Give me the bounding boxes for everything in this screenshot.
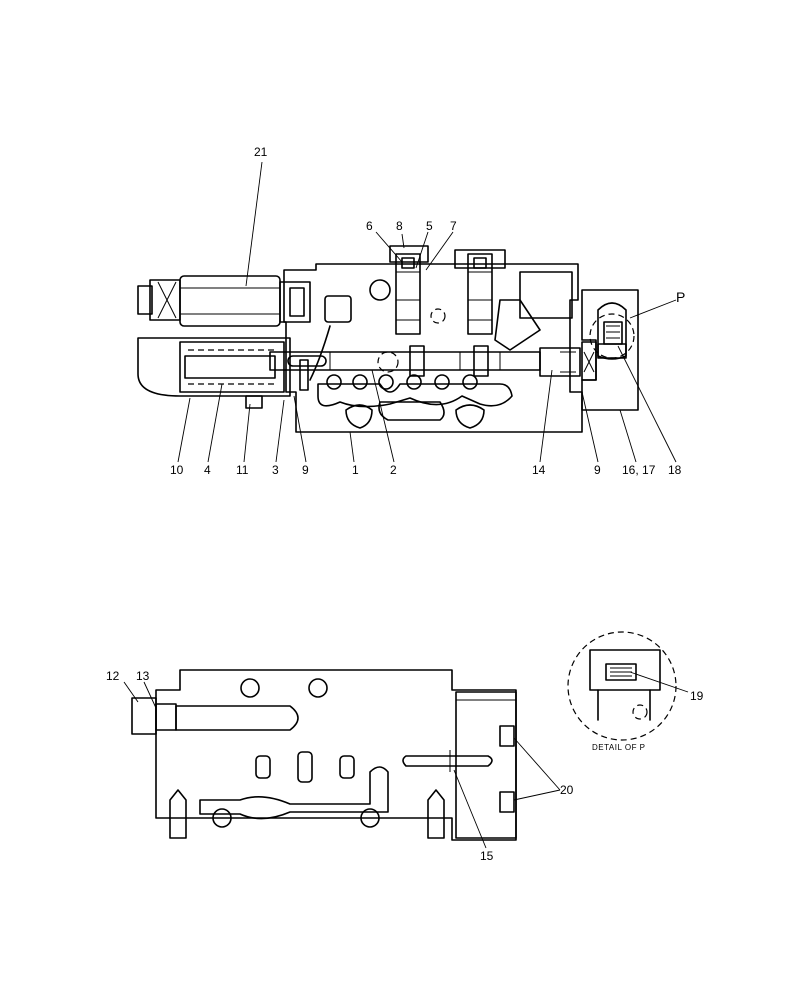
- callout-15: 15: [480, 849, 494, 863]
- detail-caption: DETAIL OF P: [592, 743, 646, 752]
- solenoid-21: [137, 275, 311, 327]
- callout-9-left: 9: [302, 463, 309, 477]
- callout-p: P: [676, 289, 685, 305]
- check-valves: [389, 245, 506, 335]
- callout-13: 13: [136, 669, 150, 683]
- callout-1: 1: [352, 463, 359, 477]
- callout-5: 5: [426, 219, 433, 233]
- callout-16-17: 16, 17: [622, 463, 656, 477]
- callout-7: 7: [450, 219, 457, 233]
- callout-labels: 21 6 8 5 7 P 10 4 11 3 9 1 2 14 9 16, 17…: [106, 145, 704, 863]
- callout-4: 4: [204, 463, 211, 477]
- callout-6: 6: [366, 219, 373, 233]
- callout-8: 8: [396, 219, 403, 233]
- valve-body-1: [283, 263, 583, 433]
- bottom-view: [131, 669, 517, 841]
- callout-9-right: 9: [594, 463, 601, 477]
- callout-18: 18: [668, 463, 682, 477]
- detail-of-p: DETAIL OF P: [567, 631, 677, 752]
- callout-2: 2: [390, 463, 397, 477]
- spool-end-14: [539, 341, 597, 381]
- sectional-view: [137, 245, 639, 433]
- callout-12: 12: [106, 669, 120, 683]
- callout-19: 19: [690, 689, 704, 703]
- callout-11: 11: [236, 463, 249, 477]
- callout-20: 20: [560, 783, 574, 797]
- callout-10: 10: [170, 463, 184, 477]
- leader-lines: [123, 161, 689, 849]
- callout-21: 21: [254, 145, 268, 159]
- spring-housing-10: [137, 337, 291, 409]
- callout-3: 3: [272, 463, 279, 477]
- end-cover-16-17: [581, 289, 639, 411]
- callout-14: 14: [532, 463, 546, 477]
